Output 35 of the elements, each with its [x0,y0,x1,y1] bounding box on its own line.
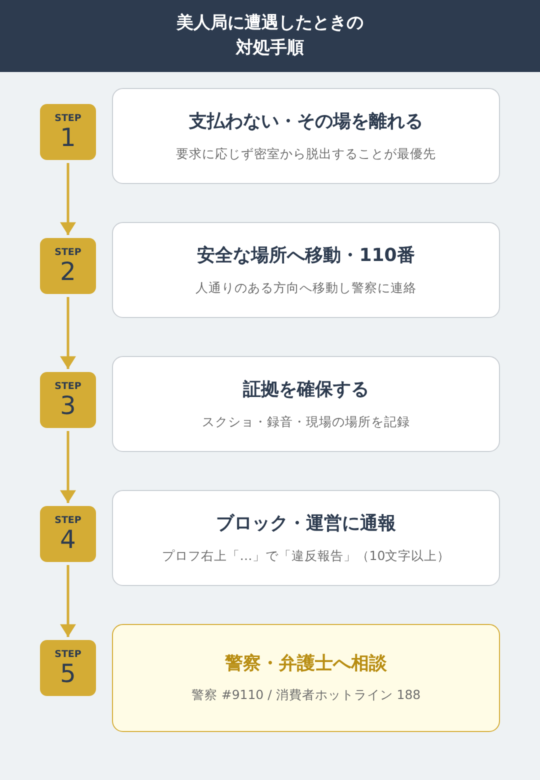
step-badge [40,238,96,294]
step-heading: 安全な場所へ移動・110番 [197,244,415,266]
step-heading: 証拠を確保する [243,378,369,400]
step-badge [40,506,96,562]
step-number: 2 [60,258,76,286]
step-label: STEP [54,246,82,258]
step-description: 人通りのある方向へ移動し警察に連絡 [196,280,416,296]
arrow [60,163,76,235]
step-label: STEP [54,514,82,526]
title: 美人局に遭遇したときの対処手順 [175,12,364,60]
step-label: STEP [54,648,82,660]
step-description: 警察 #9110 / 消費者ホットライン 188 [191,687,421,703]
step-card [112,624,500,732]
step-label: STEP [54,380,82,392]
step-heading: 支払わない・その場を離れる [189,110,423,132]
step-card [112,356,500,452]
step-card [112,88,500,184]
step-number: 5 [60,660,76,688]
step-card [112,490,500,586]
step-card [112,222,500,318]
step-description: プロフ右上「…」で「違反報告」（10文字以上） [162,548,450,564]
step-number: 3 [60,392,76,420]
arrow [60,431,76,503]
arrow [60,297,76,369]
step-description: スクショ・録音・現場の場所を記録 [202,414,410,430]
arrow [60,565,76,637]
step-heading: 警察・弁護士へ相談 [225,653,387,675]
step-description: 要求に応じず密室から脱出することが最優先 [176,146,436,162]
step-number: 1 [60,124,76,152]
step-label: STEP [54,112,82,124]
step-badge [40,640,96,696]
step-badge [40,104,96,160]
step-heading: ブロック・運営に通報 [216,512,396,534]
step-number: 4 [60,526,76,554]
step-badge [40,372,96,428]
